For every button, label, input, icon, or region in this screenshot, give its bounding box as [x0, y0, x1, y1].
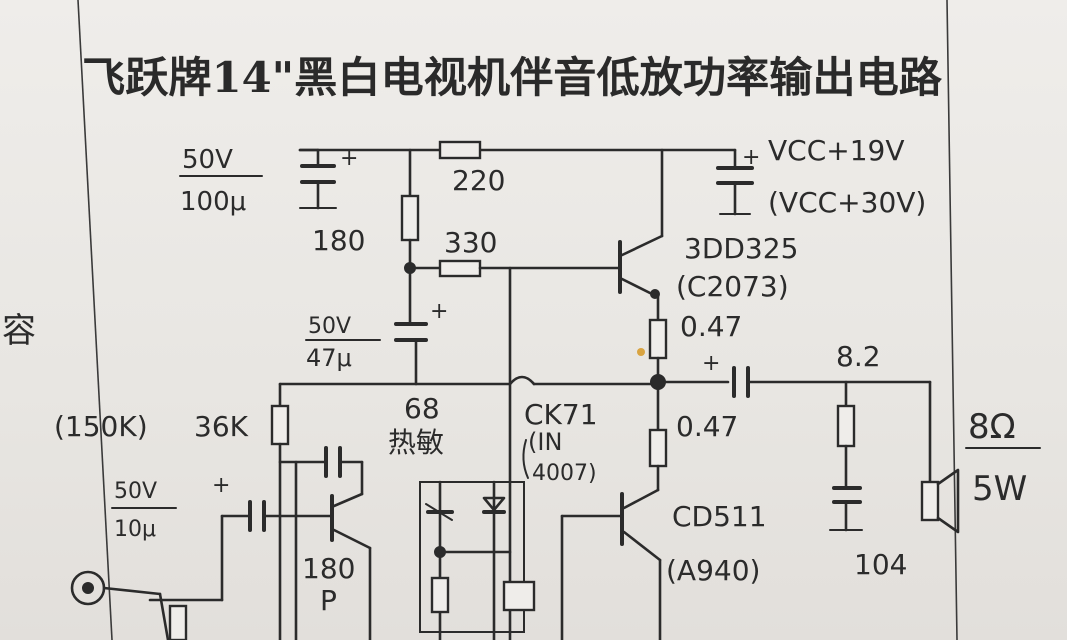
transistor-lower: [560, 488, 662, 640]
resistor-330: [412, 259, 620, 640]
r-input-alt-label: (150K): [54, 410, 148, 443]
feedback-capacitor: [278, 446, 364, 640]
svg-text:+: +: [212, 473, 230, 498]
speaker-impedance-label: 8Ω: [968, 407, 1016, 447]
q-upper-alt-label: (C2073): [676, 270, 789, 303]
feedback-cap-unit-label: P: [320, 584, 337, 617]
resistor-220: [438, 140, 482, 160]
input-capacitor: +: [148, 473, 298, 602]
svg-text:+: +: [742, 145, 760, 170]
q-lower-alt-label: (A940): [666, 554, 760, 587]
q-lower-model-label: CD511: [672, 500, 767, 533]
transistor-upper: [618, 148, 664, 324]
speaker-symbol: [920, 380, 960, 534]
c100u-voltage-label: 50V: [182, 145, 233, 175]
bias-chain: +: [394, 148, 448, 386]
r330-value-label: 330: [444, 226, 497, 259]
c100u-value-label: 100μ: [180, 187, 246, 217]
driver-transistor: [294, 492, 372, 640]
diode-bracket: [522, 439, 529, 479]
diagram-title: 飞跃牌14"黑白电视机伴音低放功率输出电路: [82, 53, 943, 102]
r-emitter-lower-label: 0.47: [676, 410, 738, 443]
speaker-power-label: 5W: [972, 469, 1027, 509]
c47u-value-label: 47μ: [306, 344, 352, 372]
c-input-voltage-label: 50V: [114, 479, 157, 504]
thermistor-value-label: 68: [404, 392, 440, 425]
c-input-value-label: 10μ: [114, 517, 156, 542]
vcc-alt-label: (VCC+30V): [768, 186, 926, 219]
c47u-voltage-label: 50V: [308, 314, 351, 339]
svg-text:+: +: [702, 351, 720, 376]
vcc-label: VCC+19V: [768, 134, 905, 167]
side-note-text: 容: [2, 311, 36, 351]
right-margin-line: [946, 0, 958, 640]
svg-text:+: +: [430, 299, 448, 324]
diode-alt-label: (IN: [528, 428, 562, 456]
output-node: +: [278, 351, 932, 398]
r-zobel-value-label: 8.2: [836, 340, 881, 373]
diode-model-label: CK71: [524, 398, 598, 431]
feedback-cap-value-label: 180: [302, 552, 355, 585]
input-jack: [70, 570, 188, 640]
c-zobel-value-label: 104: [854, 548, 907, 581]
input-bias-resistor: [270, 382, 290, 640]
flux-stain: [637, 348, 645, 356]
r220-value-label: 220: [452, 164, 505, 197]
thermistor-diode-network: [419, 480, 536, 640]
thermistor-type-label: 热敏: [388, 426, 444, 459]
q-upper-model-label: 3DD325: [684, 232, 798, 265]
capacitor-100u: +: [298, 146, 358, 210]
zobel-network: [829, 380, 863, 532]
supply-capacitor: +: [716, 145, 760, 216]
resistor-emitter-lower: [648, 386, 668, 492]
diode-alt2-label: 4007): [532, 461, 597, 486]
resistor-emitter-upper: [637, 318, 668, 380]
r-input-value-label: 36K: [194, 410, 249, 443]
svg-text:+: +: [340, 146, 358, 171]
r180-value-label: 180: [312, 224, 365, 257]
r-emitter-upper-label: 0.47: [680, 310, 742, 343]
left-margin-line: [77, 0, 113, 640]
